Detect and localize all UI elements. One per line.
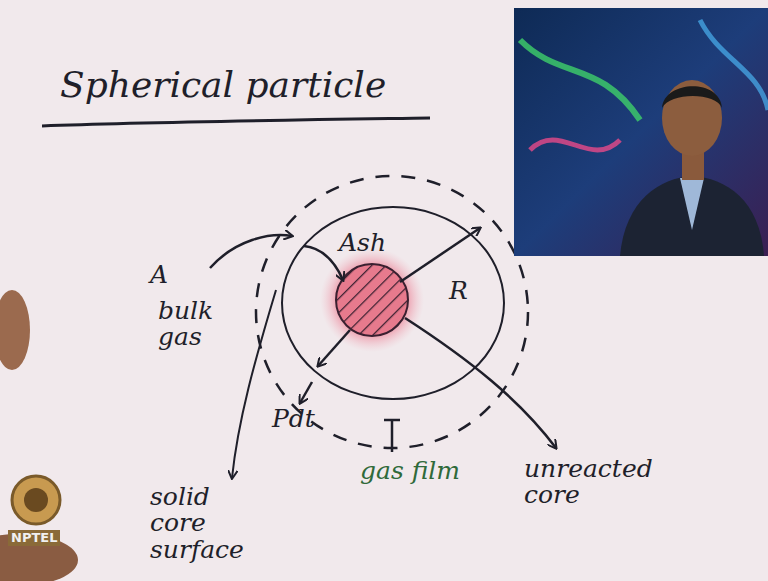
diagram-title: Spherical particle <box>60 66 386 104</box>
particle-circle: AshR <box>281 206 505 400</box>
core-label: unreacted core <box>524 456 654 509</box>
species-label: A <box>150 262 168 288</box>
region-label: bulk gas <box>158 298 248 351</box>
film-label: gas film <box>360 458 460 484</box>
product-label: Pdt <box>272 406 315 432</box>
region-label: Ash <box>339 230 386 256</box>
surface-label: solid core surface <box>150 484 260 563</box>
logo-text: NPTEL <box>8 530 60 546</box>
radius-label: R <box>449 278 468 304</box>
